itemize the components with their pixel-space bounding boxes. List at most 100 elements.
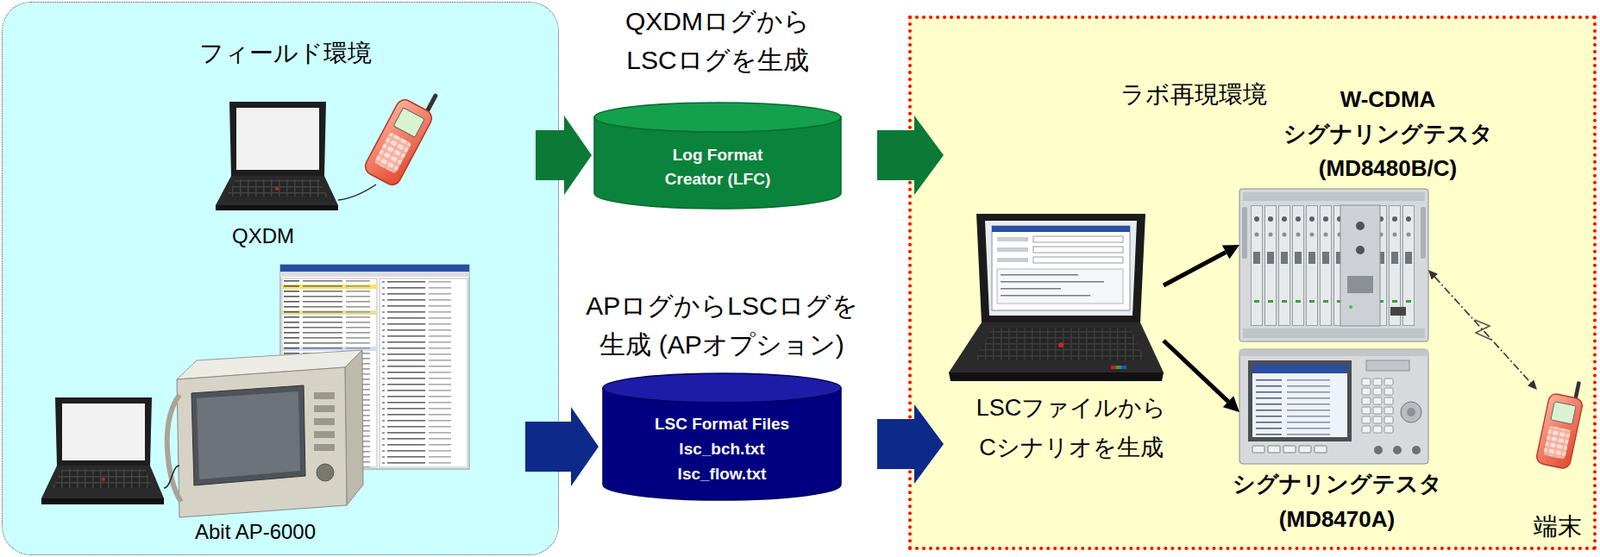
tester-illustration	[1239, 349, 1429, 357]
screenshot-illustration	[280, 264, 470, 470]
laptop-illustration	[215, 175, 339, 206]
text-holder: シグナリングテスタ (MD8470A)	[1229, 466, 1445, 538]
tester-illustration	[1250, 205, 1417, 327]
environment-panel: ラボ再現環境 LSCファイルから Cシナリオを生成 W-CDMA シグナリングテスタ…	[908, 15, 1597, 551]
phone-illustration	[393, 107, 425, 138]
screenshot-illustration	[379, 278, 468, 468]
laptop-illustration	[1033, 236, 1124, 243]
text-holder: APログからLSCログを 生成 (APオプション)	[566, 286, 878, 364]
laptop-illustration	[1116, 365, 1122, 370]
laptop-illustration	[236, 107, 320, 170]
panel-title: フィールド環境	[181, 38, 390, 69]
laptop-illustration	[215, 101, 339, 211]
phone-illustration	[362, 80, 444, 189]
laptop-illustration	[229, 101, 327, 176]
text-holder: ラボ再現環境	[1107, 80, 1280, 110]
text-holder: フィールド環境	[181, 38, 390, 69]
laptop-illustration	[41, 397, 164, 505]
phone-illustration	[374, 131, 413, 174]
laptop-illustration	[974, 327, 1146, 361]
analyzer-illustration	[176, 367, 347, 518]
environment-panel: フィールド環境QXDMAbit AP-6000	[1, 1, 559, 556]
laptop-illustration	[41, 465, 164, 499]
laptop-illustration	[948, 372, 1164, 382]
phone-illustration	[1535, 376, 1588, 471]
device-label: LSCファイルから Cシナリオを生成	[950, 388, 1193, 468]
analyzer-illustration	[176, 350, 363, 380]
text-holder: Log Format Creator (LFC)	[652, 143, 783, 192]
device-box: シグナリングテスタ (MD8470A)	[1239, 349, 1429, 465]
laptop-illustration	[62, 403, 145, 461]
tester-illustration	[1239, 188, 1429, 342]
text-holder: QXDMログから LSCログを生成	[588, 1, 848, 80]
tester-illustration	[1242, 192, 1425, 201]
radio-link	[1434, 276, 1531, 383]
laptop-illustration	[997, 237, 1029, 242]
laptop-illustration	[974, 327, 1146, 361]
tester-illustration	[1420, 207, 1426, 259]
flow-arrow	[525, 407, 599, 487]
cylinder-body	[602, 388, 841, 501]
tester-illustration	[1390, 307, 1406, 316]
laptop-illustration	[991, 225, 1130, 311]
laptop-illustration	[275, 187, 279, 191]
laptop-illustration	[997, 257, 1029, 263]
tester-illustration	[1347, 276, 1374, 294]
database-cylinder: QXDMログから LSCログを生成Log Format Creator (LFC…	[593, 101, 842, 209]
tester-illustration	[1252, 364, 1348, 374]
screenshot-illustration	[282, 284, 377, 289]
phone-illustration	[374, 131, 413, 174]
process-heading: APログからLSCログを 生成 (APオプション)	[566, 286, 878, 364]
tester-illustration	[1239, 349, 1429, 465]
device-label: シグナリングテスタ (MD8470A)	[1229, 466, 1445, 538]
analyzer-illustration	[313, 444, 335, 452]
phone-illustration	[1535, 392, 1584, 470]
phone-illustration	[423, 93, 440, 117]
phone-illustration	[1543, 426, 1571, 460]
device-label: W-CDMA シグナリングテスタ (MD8480B/C)	[1280, 81, 1496, 186]
cylinder-top	[602, 373, 841, 403]
phone-illustration	[362, 96, 435, 188]
laptop-illustration	[1033, 257, 1124, 264]
cylinder-top	[594, 102, 841, 132]
phone-illustration	[1543, 426, 1571, 460]
screenshot-illustration	[280, 264, 470, 272]
device-box: Abit AP-6000	[40, 264, 470, 521]
control-arrow	[1163, 340, 1229, 402]
tester-illustration	[1411, 445, 1421, 455]
analyzer-illustration	[313, 405, 335, 413]
database-cylinder: APログからLSCログを 生成 (APオプション)LSC Format File…	[602, 372, 842, 501]
laptop-illustration	[1058, 342, 1064, 348]
laptop-illustration	[1110, 365, 1117, 370]
analyzer-illustration	[313, 431, 335, 439]
text-holder: 端末	[1527, 512, 1588, 542]
screenshot-illustration	[282, 310, 377, 315]
screenshot-illustration	[379, 278, 468, 468]
text-holder: LSCファイルから Cシナリオを生成	[950, 388, 1193, 468]
laptop-illustration	[101, 477, 106, 482]
analyzer-illustration	[313, 392, 335, 400]
tester-illustration	[1242, 207, 1248, 259]
device-box: 端末	[1535, 377, 1588, 480]
tester-illustration	[1392, 445, 1402, 455]
laptop-illustration	[1000, 288, 1061, 290]
tester-illustration	[1374, 445, 1383, 455]
text-holder: Abit AP-6000	[160, 520, 351, 545]
laptop-illustration	[985, 220, 1137, 316]
laptop-illustration	[976, 213, 1146, 323]
panel-title: ラボ再現環境	[1107, 80, 1280, 110]
laptop-illustration	[1000, 294, 1091, 297]
screenshot-illustration	[282, 278, 377, 468]
analyzer-illustration	[316, 464, 334, 482]
text-holder: LSC Format Files lsc_bch.txt lsc_flow.tx…	[644, 411, 800, 487]
laptop-illustration	[997, 269, 1124, 304]
tester-illustration	[1242, 328, 1425, 339]
laptop-illustration	[225, 179, 328, 197]
device-label: 端末	[1527, 512, 1588, 542]
flow-arrow	[535, 115, 592, 195]
analyzer-illustration	[167, 350, 364, 518]
analyzer-illustration	[167, 395, 182, 502]
analyzer-illustration	[191, 385, 306, 486]
